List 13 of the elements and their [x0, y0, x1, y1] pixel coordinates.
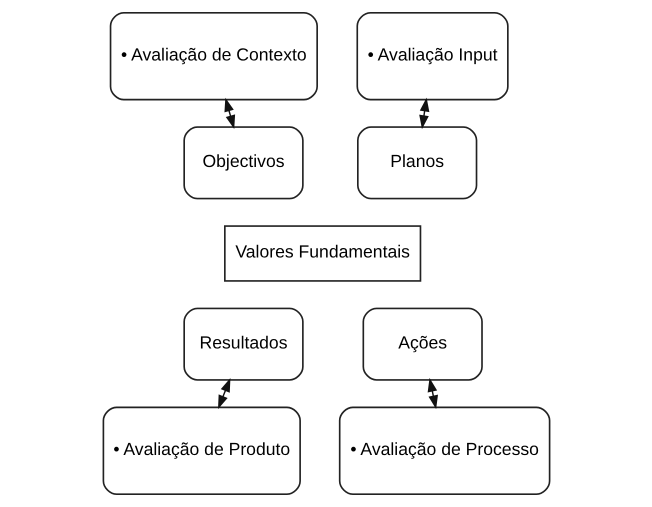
- node-box: • Avaliação de Contexto: [109, 12, 318, 100]
- arrow: [418, 98, 429, 130]
- node-box: Ações: [362, 308, 482, 381]
- node-box: • Avaliação de Processo: [338, 406, 550, 496]
- arrow: [218, 378, 230, 410]
- node-box: Resultados: [182, 308, 304, 381]
- node-box: Planos: [356, 126, 477, 200]
- node-box: • Avaliação de Produto: [102, 406, 300, 496]
- arrow: [224, 98, 235, 130]
- node-box: Objectivos: [182, 126, 304, 200]
- node-box: • Avaliação Input: [356, 12, 508, 100]
- arrow: [427, 378, 438, 410]
- node-box: Valores Fundamentais: [224, 225, 421, 282]
